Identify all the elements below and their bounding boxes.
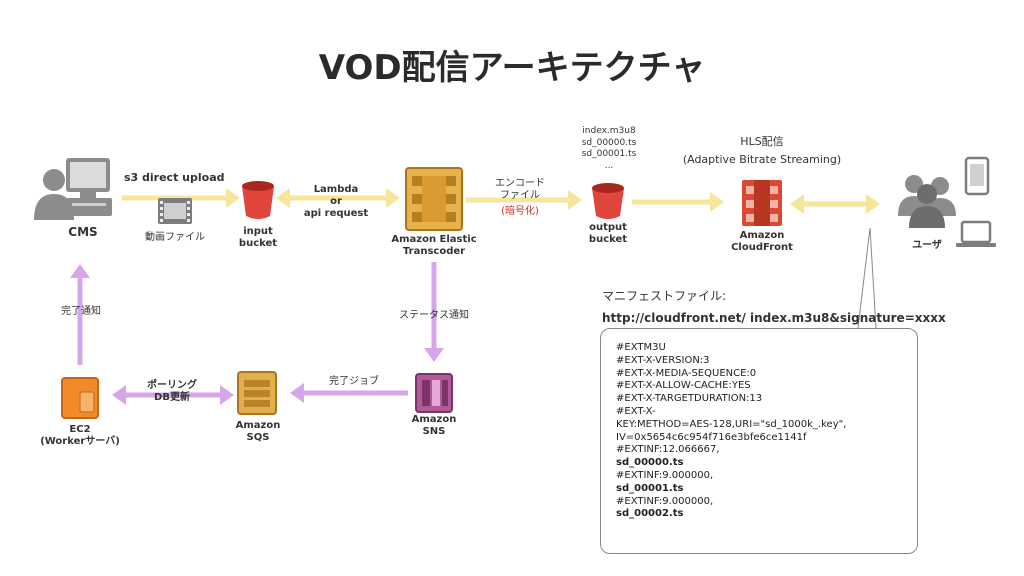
manifest-line: #EXT-X- [616,405,656,417]
manifest-line: #EXT-X-MEDIA-SEQUENCE:0 [616,367,757,379]
arrow-ec2-to-cms [70,264,90,365]
arrow-input-transcoder [276,188,400,208]
hls-title: HLS配信 [740,135,784,148]
output-file: sd_00000.ts [581,137,637,148]
manifest-line: sd_00002.ts [616,508,684,520]
status-notice-label: ステータス通知 [399,310,469,321]
smartphone-icon [964,156,990,196]
lambda-label: Lambda or api request [303,184,369,219]
manifest-line: #EXTINF:12.066667, [616,444,720,456]
cloudfront-label: Amazon CloudFront [731,230,793,253]
arrow-sqs-ec2 [112,385,234,405]
cms-label: CMS [68,225,98,239]
encrypted-label: (暗号化) [501,206,539,217]
manifest-heading: マニフェストファイル: [602,289,727,303]
sns-icon [415,373,453,413]
output-file: sd_00001.ts [581,149,637,159]
input-bucket-icon [242,181,274,219]
laptop-icon [956,220,996,247]
transcoder-icon [405,167,463,231]
polling-label: ポーリング DB更新 [147,380,197,403]
manifest-url: http://cloudfront.net/ index.m3u8&signat… [602,311,946,325]
cloudfront-icon [742,180,782,226]
manifest-line: KEY:METHOD=AES-128,URI="sd_1000k_.key", [616,418,847,430]
ec2-label: EC2 (Workerサーバ) [40,424,120,447]
manifest-line: #EXT-X-TARGETDURATION:13 [616,393,763,405]
sns-label: Amazon SNS [411,414,457,437]
manifest-line: #EXT-X-VERSION:3 [616,354,710,366]
cms-icon [34,158,112,220]
arrow-sns-to-sqs [290,383,408,403]
manifest-line: #EXTINF:9.000000, [616,495,714,507]
manifest-line: #EXT-X-ALLOW-CACHE:YES [616,380,751,392]
sqs-label: Amazon SQS [235,420,281,443]
film-icon [158,198,192,224]
manifest-line: #EXTINF:9.000000, [616,469,714,481]
s3-upload-label: s3 direct upload [124,171,225,184]
page-title: VOD配信アーキテクチャ [318,48,706,88]
encode-label: エンコード ファイル [495,178,545,201]
hls-subtitle: (Adaptive Bitrate Streaming) [682,153,842,166]
input-bucket-label: input bucket [238,226,278,249]
arrow-cloudfront-users [790,194,880,214]
output-file: ... [604,160,614,171]
job-done-label: 完了ジョブ [329,376,379,387]
manifest-line: IV=0x5654c6c954f716e3bfe6ce1141f [616,431,807,443]
transcoder-label: Amazon Elastic Transcoder [391,234,477,257]
arrow-transcoder-to-sns [424,262,444,362]
output-bucket-icon [592,183,624,219]
arrow-output-to-cloudfront [632,192,724,212]
sqs-icon [237,371,277,415]
done-notice-label: 完了通知 [61,306,101,317]
callout-pointer [857,227,877,329]
arrow-transcoder-to-output [466,190,582,210]
manifest-box [600,328,918,554]
manifest-line: sd_00001.ts [616,482,684,494]
manifest-line: sd_00000.ts [616,457,684,469]
manifest-content: #EXTM3U#EXT-X-VERSION:3#EXT-X-MEDIA-SEQU… [616,342,912,521]
video-file-label: 動画ファイル [145,232,205,243]
output-file: index.m3u8 [582,126,636,136]
output-bucket-label: output bucket [588,222,628,245]
output-files-list: index.m3u8 sd_00000.ts sd_00001.ts ... [566,126,652,172]
manifest-line: #EXTM3U [616,342,666,353]
users-label: ユーザ [912,240,942,251]
ec2-icon [61,377,99,419]
users-icon [898,175,956,228]
